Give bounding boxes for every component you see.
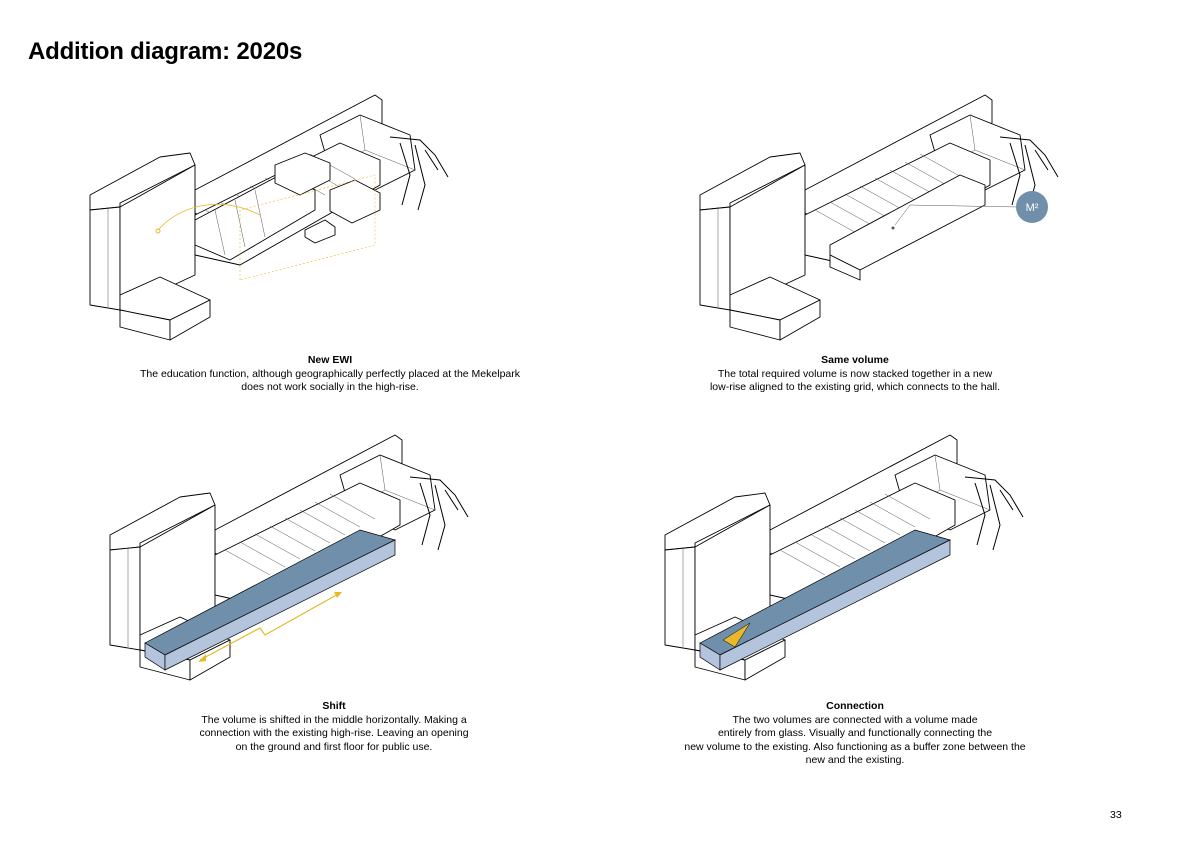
caption-heading: Connection [826, 700, 884, 712]
caption-line: connection with the existing high-rise. … [199, 727, 469, 739]
caption-connection: Connection The two volumes are connected… [625, 700, 1085, 768]
caption-line: The volume is shifted in the middle hori… [201, 713, 467, 726]
caption-line: entirely from glass. Visually and functi… [717, 727, 993, 739]
caption-line: The education function, although geograp… [140, 367, 520, 380]
caption-line: low-rise aligned to the existing grid, w… [709, 381, 1001, 393]
volume-badge [1016, 191, 1048, 223]
caption-shift: Shift The volume is shifted in the middl… [104, 700, 564, 754]
caption-heading: Same volume [821, 354, 889, 366]
caption-line: new volume to the existing. Also functio… [684, 740, 1026, 753]
caption-heading: New EWI [307, 354, 353, 366]
caption-heading: Shift [322, 700, 346, 712]
diagram-same-volume: M² [699, 94, 1059, 341]
diagram-connection [664, 434, 1024, 681]
page-title: Addition diagram: 2020s [28, 38, 303, 65]
caption-new-ewi: New EWI The education function, although… [100, 354, 560, 395]
caption-line: The total required volume is now stacked… [717, 367, 993, 380]
diagram-shift [109, 434, 469, 681]
page-number: 33 [1110, 809, 1122, 821]
caption-line: The two volumes are connected with a vol… [732, 713, 978, 726]
caption-same-volume: Same volume The total required volume is… [625, 354, 1085, 395]
caption-line: on the ground and first floor for public… [235, 740, 433, 753]
caption-line: does not work socially in the high-rise. [241, 381, 419, 393]
diagram-new-ewi [89, 94, 449, 341]
badge-label: M² [1026, 202, 1039, 214]
caption-line: new and the existing. [805, 754, 905, 766]
